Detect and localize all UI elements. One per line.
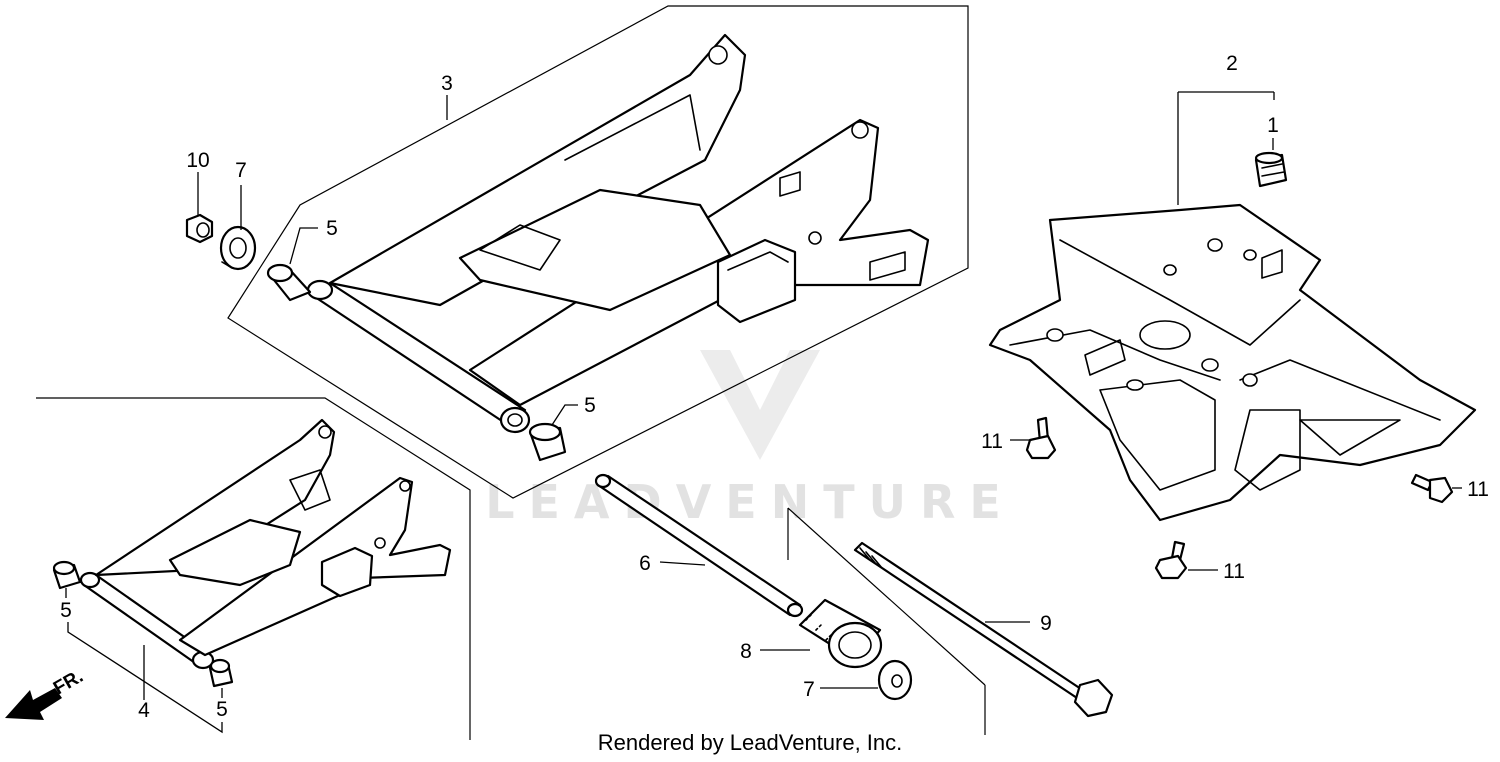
bushing-small-right xyxy=(208,658,234,688)
callout-11-left: 11 xyxy=(981,430,1003,453)
callout-6: 6 xyxy=(639,552,651,575)
group-outline-small xyxy=(36,397,471,740)
flange-bolt-left xyxy=(1025,416,1057,460)
callout-11-bottom: 11 xyxy=(1223,560,1245,583)
callouts: 1 2 3 4 5 5 5 5 6 7 7 8 9 10 11 11 11 xyxy=(60,52,1489,722)
collar-part-1 xyxy=(1254,151,1288,188)
swingarm-small xyxy=(79,418,452,670)
through-bolt xyxy=(853,541,1114,718)
callout-10: 10 xyxy=(186,149,209,172)
callout-5-small-right: 5 xyxy=(216,698,228,721)
callout-7-top: 7 xyxy=(235,159,247,182)
callout-4: 4 xyxy=(138,699,150,722)
arrow-left-icon xyxy=(5,688,62,720)
watermark: LEADVENTURE xyxy=(485,350,1015,529)
front-direction-arrow: FR. xyxy=(5,666,87,720)
nut-part-10 xyxy=(185,213,214,244)
skid-plate xyxy=(988,203,1477,522)
bushing-top-right xyxy=(528,422,567,462)
callout-9: 9 xyxy=(1040,612,1052,635)
flange-bolt-right xyxy=(1410,473,1454,504)
washer-top xyxy=(219,225,257,271)
callout-8: 8 xyxy=(740,640,752,663)
callout-11-right: 11 xyxy=(1467,478,1489,501)
bushing-top-left xyxy=(266,263,312,302)
callout-5-small-left: 5 xyxy=(60,599,72,622)
pivot-shaft xyxy=(594,473,804,618)
bearing-sleeve xyxy=(798,598,883,669)
callout-1: 1 xyxy=(1267,114,1279,137)
callout-3: 3 xyxy=(441,72,453,95)
bushing-small-left xyxy=(52,560,82,590)
footer-credit: Rendered by LeadVenture, Inc. xyxy=(597,730,903,755)
watermark-text: LEADVENTURE xyxy=(485,475,1015,529)
group-outline-bolt xyxy=(787,507,986,735)
callout-2: 2 xyxy=(1226,52,1238,75)
callout-7-bottom: 7 xyxy=(803,678,815,701)
callout-5-top-right: 5 xyxy=(584,394,596,417)
washer-bottom xyxy=(877,659,913,701)
callout-5-top-left: 5 xyxy=(326,217,338,240)
swingarm-large xyxy=(306,33,930,434)
watermark-logo-icon xyxy=(700,350,820,460)
group-outline-main xyxy=(227,5,969,499)
flange-bolt-bottom xyxy=(1154,540,1188,580)
leader-lines xyxy=(65,91,1462,734)
